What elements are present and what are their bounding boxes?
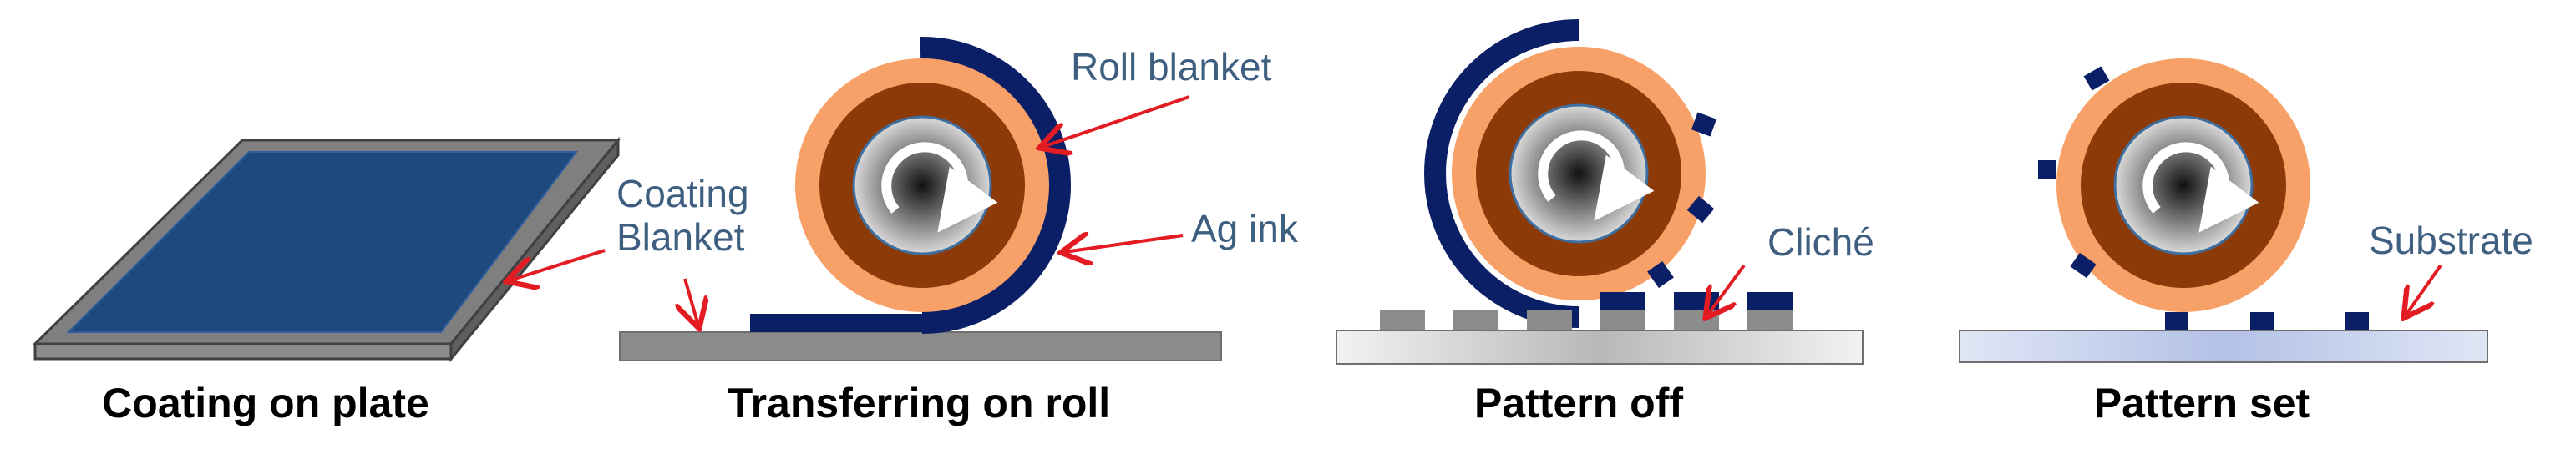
cliche-bump xyxy=(1380,310,1425,330)
label-cliche: Cliché xyxy=(1767,220,1874,264)
rotation-arrow xyxy=(881,142,998,233)
cliche-bump xyxy=(1600,310,1645,330)
panel-pattern-off: Cliché Pattern off xyxy=(1336,19,1874,426)
ink-wrap xyxy=(920,36,1072,334)
rotation-arrow-2 xyxy=(1538,130,1655,221)
arrow-substrate xyxy=(2406,264,2442,315)
arrow-plate xyxy=(685,278,698,325)
roll-dot xyxy=(2038,160,2056,179)
ink-dot xyxy=(1647,260,1674,289)
caption-coating-on-plate: Coating on plate xyxy=(102,380,429,426)
roll-hub-3 xyxy=(2113,115,2254,255)
arrow-coating-blanket xyxy=(510,249,606,280)
cliche-bump xyxy=(1453,310,1498,330)
cliche-bump xyxy=(1674,310,1719,330)
printed-pattern xyxy=(2345,312,2369,330)
plate-edge xyxy=(33,342,453,361)
ink-remaining xyxy=(1424,19,1580,328)
arrow-cliche xyxy=(1707,264,1746,315)
caption-transferring-on-roll: Transferring on roll xyxy=(728,380,1110,426)
printed-pattern xyxy=(2250,312,2274,330)
cliche xyxy=(1336,330,1864,365)
cliche-bump xyxy=(1747,310,1793,330)
coating-blanket xyxy=(66,151,578,333)
arrow-roll-blanket xyxy=(1042,95,1190,147)
panel-coating-on-plate: Coating Blanket Coating on plate xyxy=(32,136,749,426)
arrow-ag-ink xyxy=(1064,235,1184,252)
roll-hub xyxy=(852,115,992,255)
label-substrate: Substrate xyxy=(2369,219,2533,262)
panel-pattern-set: Substrate Pattern set xyxy=(1959,58,2533,426)
plate-side xyxy=(449,136,620,363)
roll-hub-2 xyxy=(1509,103,1649,244)
label-blanket: Blanket xyxy=(616,215,745,259)
panel-transferring-on-roll: Roll blanket Ag ink Transferring on roll xyxy=(619,36,1299,426)
ink-dot xyxy=(1691,112,1717,137)
roll-dot xyxy=(2083,66,2110,91)
cliche-bump xyxy=(1527,310,1572,330)
rotation-arrow-3 xyxy=(2142,142,2259,233)
substrate xyxy=(1959,330,2488,363)
label-ag-ink: Ag ink xyxy=(1191,207,1299,250)
label-coating: Coating xyxy=(616,172,749,215)
label-roll-blanket: Roll blanket xyxy=(1071,45,1272,88)
removed-ink xyxy=(1747,292,1793,310)
roll-dot xyxy=(2070,252,2097,279)
transfer-plate xyxy=(619,331,1222,361)
printed-pattern xyxy=(2165,312,2188,330)
removed-ink xyxy=(1600,292,1645,310)
ink-dot xyxy=(1686,195,1715,224)
caption-pattern-off: Pattern off xyxy=(1474,380,1683,426)
ink-film xyxy=(750,314,927,332)
caption-pattern-set: Pattern set xyxy=(2094,380,2310,426)
